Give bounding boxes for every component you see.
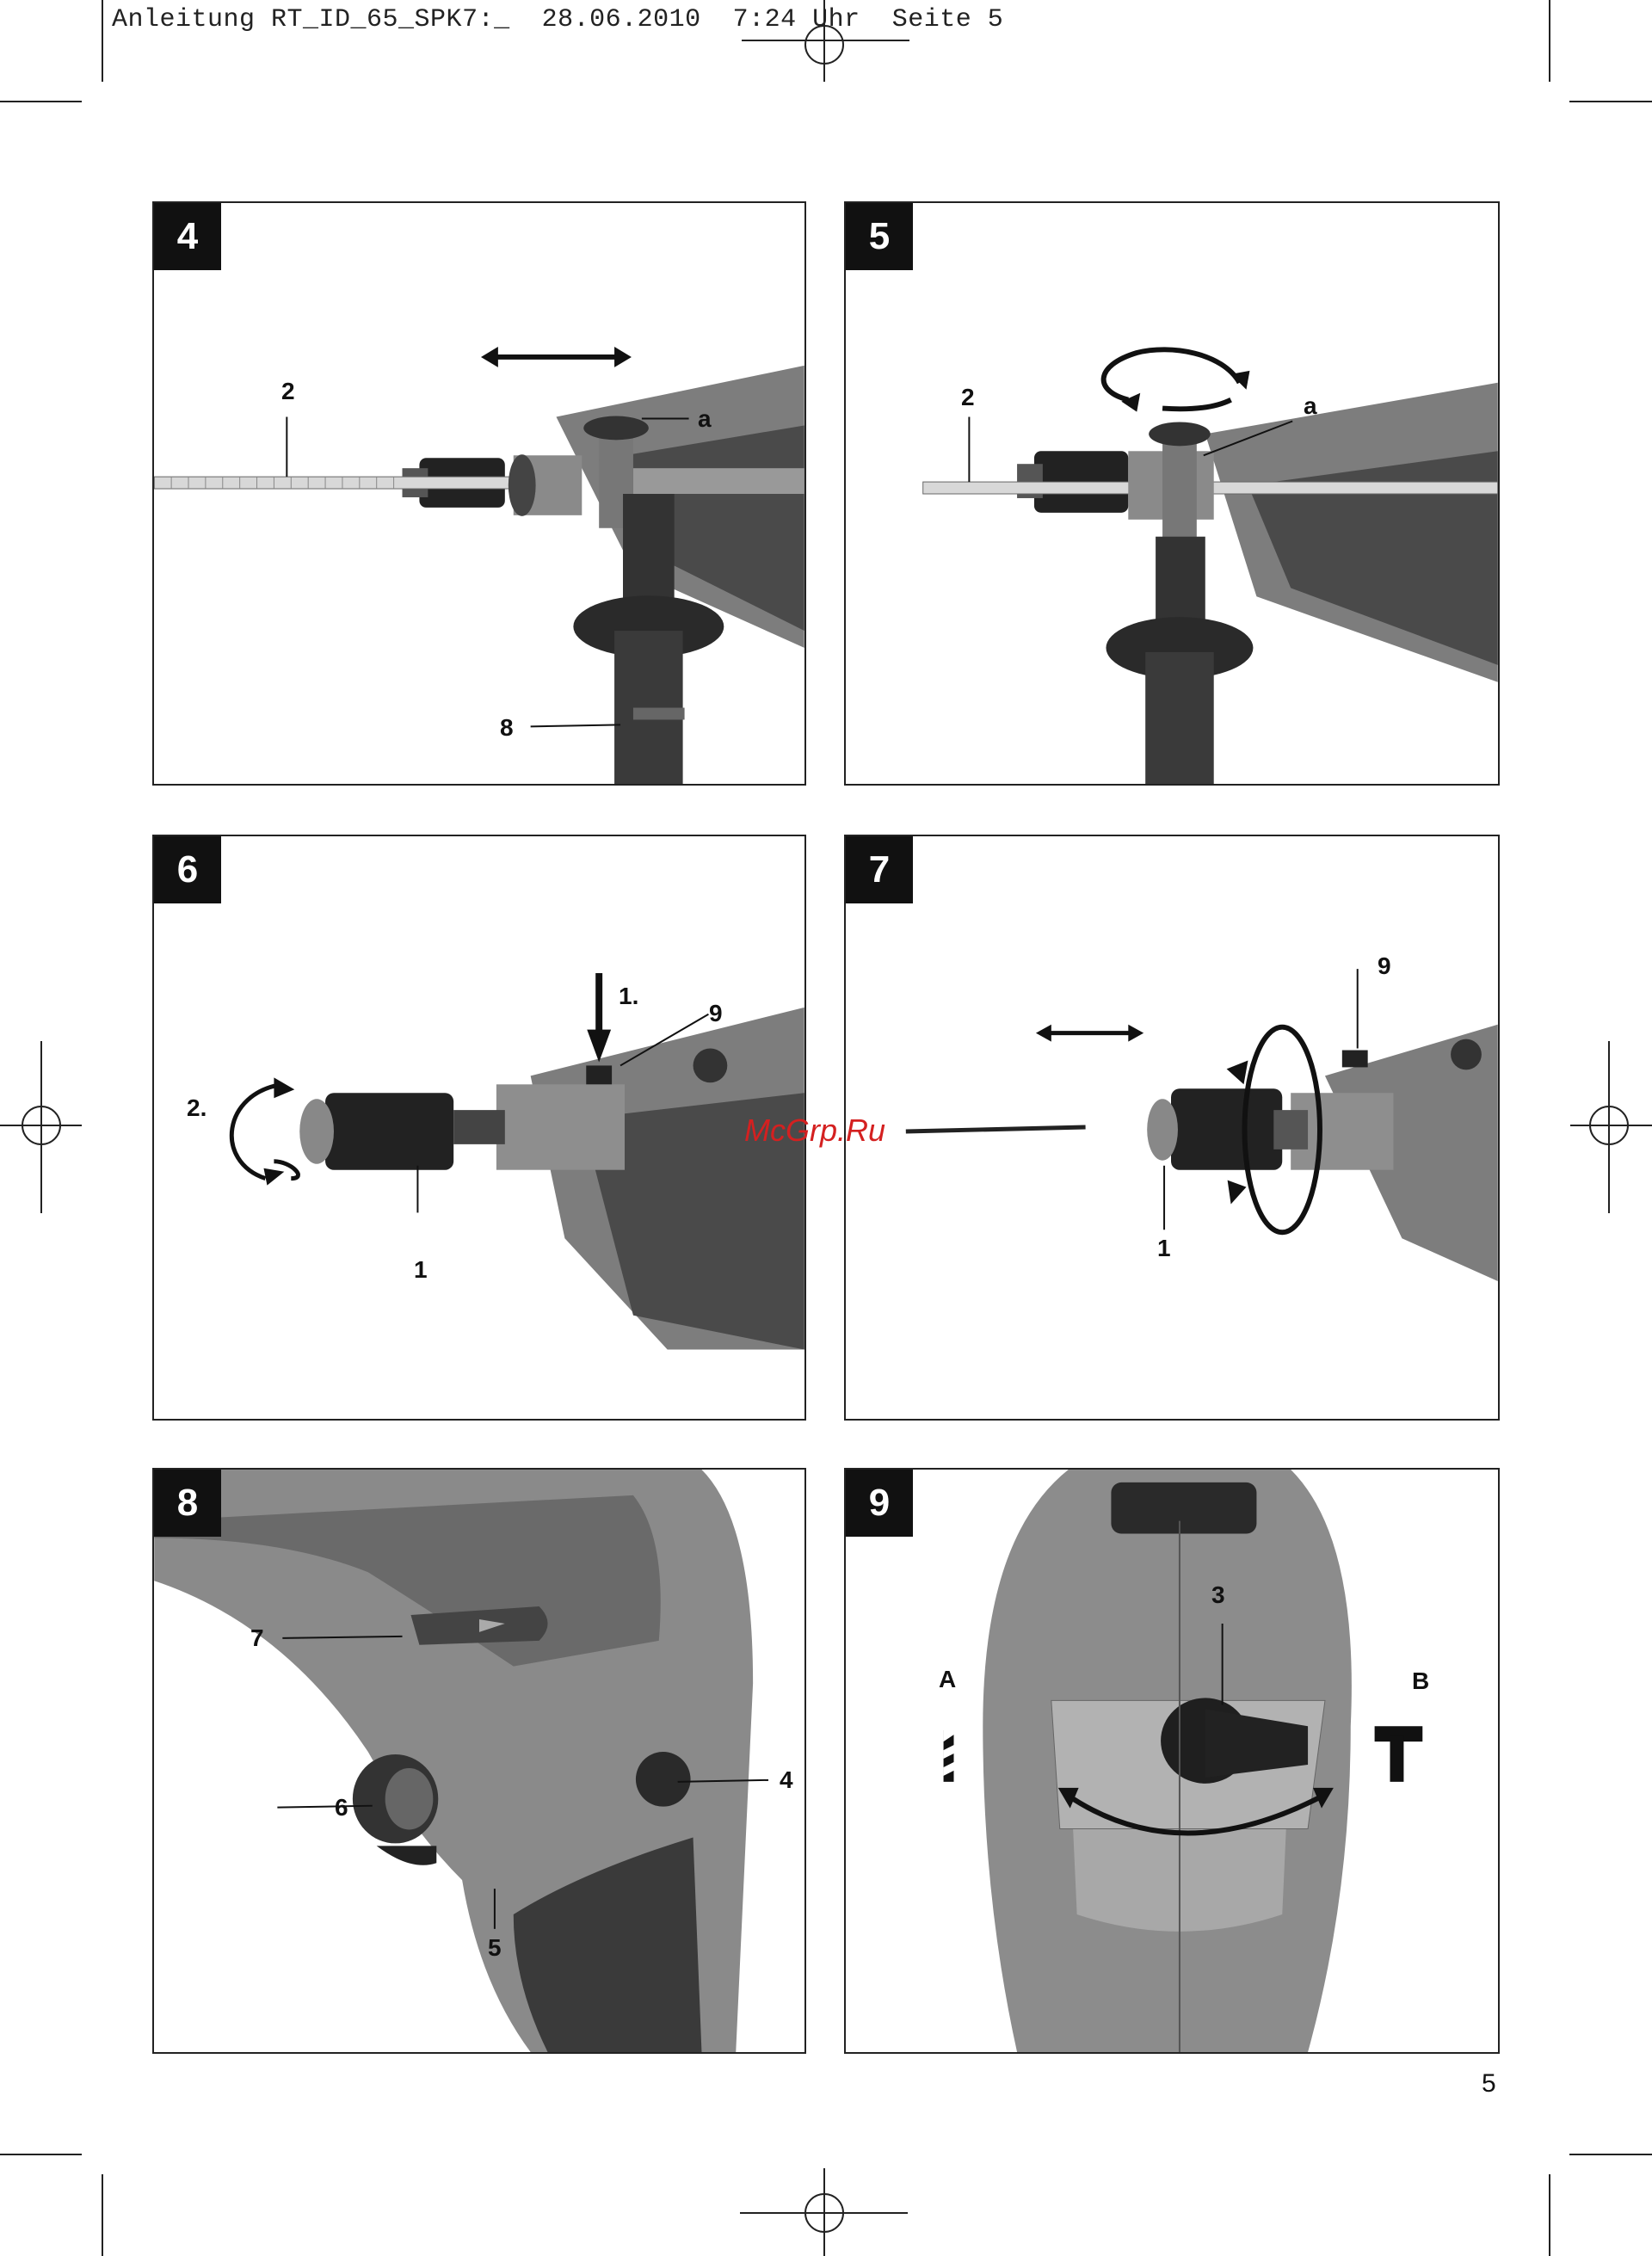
callout-2-step: 2. bbox=[187, 1094, 206, 1122]
watermark: McGrp.Ru bbox=[744, 1113, 885, 1149]
callout-2: 2 bbox=[961, 384, 975, 411]
crop-mark bbox=[1569, 2154, 1652, 2155]
figure-panel-7: 7 9 1 bbox=[844, 835, 1500, 1421]
callout-5: 5 bbox=[488, 1934, 502, 1962]
callout-1-step: 1. bbox=[619, 983, 638, 1010]
rotation-arrow-icon bbox=[1104, 349, 1240, 409]
rotation-arrow-icon bbox=[231, 1084, 298, 1178]
callout-a: a bbox=[698, 405, 712, 433]
figure-panel-5: 5 2 a bbox=[844, 201, 1500, 786]
depth-stop-rotate-illustration bbox=[846, 203, 1498, 784]
figure-panel-8: 8 7 6 4 5 bbox=[152, 1468, 806, 2054]
crop-mark bbox=[1549, 0, 1550, 82]
double-arrow-icon bbox=[481, 347, 632, 367]
callout-3: 3 bbox=[1211, 1581, 1225, 1609]
callout-B: B bbox=[1412, 1667, 1429, 1695]
registration-mark-left bbox=[0, 1041, 86, 1213]
callout-a: a bbox=[1304, 392, 1317, 420]
figure-panel-9: 9 3 A B bbox=[844, 1468, 1500, 2054]
header-doc-id: Anleitung RT_ID_65_SPK7:_ bbox=[112, 5, 510, 34]
panel-number: 4 bbox=[154, 203, 221, 270]
registration-mark-bottom bbox=[740, 2168, 912, 2256]
panel-number: 7 bbox=[846, 836, 913, 903]
trigger-handle-illustration bbox=[154, 1470, 804, 2052]
crop-mark bbox=[1569, 101, 1652, 102]
panel-number: 6 bbox=[154, 836, 221, 903]
chuck-release-illustration bbox=[154, 836, 804, 1419]
crop-mark bbox=[0, 101, 82, 102]
drill-bit-insert-illustration bbox=[846, 836, 1498, 1419]
drill-bit bbox=[906, 1127, 1086, 1131]
callout-9: 9 bbox=[709, 1000, 723, 1027]
callout-A: A bbox=[939, 1666, 956, 1693]
mode-selector-illustration bbox=[846, 1470, 1498, 2052]
callout-6: 6 bbox=[335, 1794, 348, 1821]
callout-2: 2 bbox=[281, 378, 295, 405]
callout-1: 1 bbox=[414, 1256, 428, 1284]
panel-number: 5 bbox=[846, 203, 913, 270]
page-number: 5 bbox=[1482, 2069, 1496, 2099]
callout-4: 4 bbox=[780, 1766, 793, 1794]
drill-depth-stop-illustration bbox=[154, 203, 804, 784]
drill-bit-icon bbox=[944, 1723, 954, 1782]
registration-mark-right bbox=[1566, 1041, 1652, 1213]
crop-mark bbox=[1549, 2174, 1550, 2256]
registration-mark-top bbox=[740, 0, 912, 86]
crop-mark bbox=[102, 0, 103, 82]
hammer-icon bbox=[1375, 1726, 1423, 1782]
crop-mark bbox=[0, 2154, 82, 2155]
callout-8: 8 bbox=[500, 714, 514, 742]
figure-panel-4: 4 2 a 8 bbox=[152, 201, 806, 786]
crop-mark bbox=[102, 2174, 103, 2256]
callout-7: 7 bbox=[250, 1624, 264, 1652]
header-date: 28.06.2010 bbox=[542, 5, 701, 34]
callout-1: 1 bbox=[1157, 1235, 1171, 1262]
panel-number: 9 bbox=[846, 1470, 913, 1537]
panel-number: 8 bbox=[154, 1470, 221, 1537]
double-arrow-icon bbox=[1036, 1025, 1143, 1042]
figure-panel-6: 6 1. 9 2. 1 bbox=[152, 835, 806, 1421]
callout-9: 9 bbox=[1378, 952, 1391, 980]
